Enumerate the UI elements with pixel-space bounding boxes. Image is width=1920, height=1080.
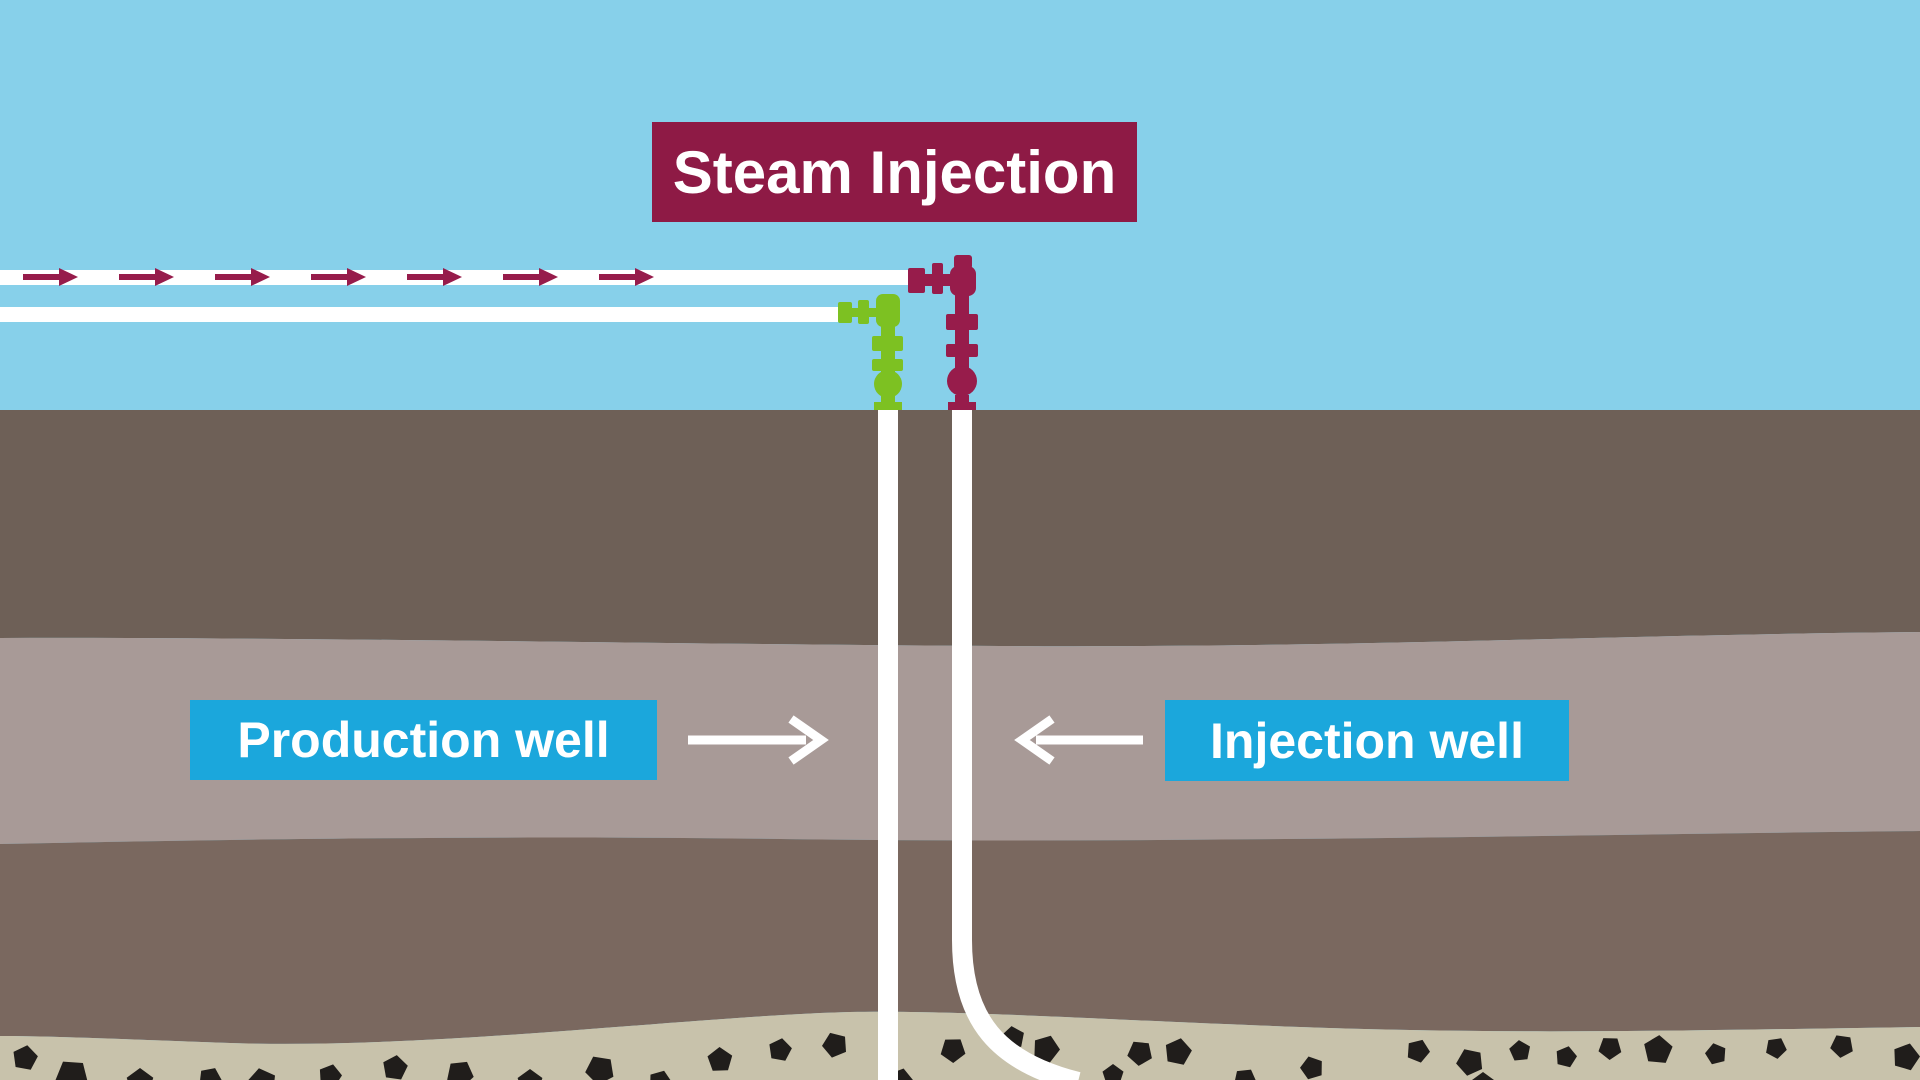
- steam-flow-arrows: [23, 268, 654, 286]
- rock-speckle: [650, 1070, 671, 1080]
- bedrock-rocks: [13, 1026, 1920, 1080]
- flow-arrow-icon: [407, 268, 462, 286]
- rock-speckle: [319, 1064, 342, 1080]
- left-arrow-icon: [1014, 715, 1143, 765]
- rock-speckle: [1300, 1056, 1322, 1080]
- rock-speckle: [1102, 1064, 1124, 1080]
- injection-well-casing: [952, 408, 1081, 1080]
- flow-arrow-icon: [503, 268, 558, 286]
- flow-arrow-icon: [311, 268, 366, 286]
- rock-speckle: [1165, 1038, 1192, 1065]
- injection-wellhead-valve: [908, 255, 978, 410]
- rock-speckle: [517, 1069, 543, 1080]
- rock-speckle: [1235, 1069, 1256, 1080]
- rock-speckle: [13, 1045, 38, 1070]
- rock-speckle: [1407, 1039, 1430, 1063]
- rock-speckle: [1644, 1035, 1673, 1063]
- rock-speckle: [200, 1068, 222, 1080]
- rock-speckle: [1705, 1043, 1726, 1065]
- flow-arrow-icon: [599, 268, 654, 286]
- rock-speckle: [248, 1068, 275, 1080]
- rock-speckle: [1830, 1035, 1853, 1058]
- flow-arrow-icon: [23, 268, 78, 286]
- rock-speckle: [1127, 1041, 1152, 1066]
- rock-speckle: [1034, 1035, 1060, 1063]
- rock-speckle: [1598, 1038, 1622, 1060]
- title-banner: Steam Injection: [652, 122, 1137, 222]
- rock-speckle: [55, 1061, 88, 1080]
- injection-well-label: Injection well: [1165, 700, 1569, 781]
- title-text: Steam Injection: [672, 138, 1117, 206]
- rock-speckle: [707, 1047, 733, 1071]
- rock-speckle: [1894, 1043, 1920, 1071]
- injection-well-label-text: Injection well: [1210, 712, 1524, 769]
- production-well-casing: [878, 408, 898, 1080]
- production-return-pipe: [0, 307, 840, 322]
- rock-speckle: [1472, 1072, 1494, 1080]
- right-arrow-icon: [688, 715, 829, 765]
- rock-speckle: [1766, 1038, 1787, 1059]
- flow-arrow-icon: [215, 268, 270, 286]
- rock-speckle: [940, 1039, 966, 1063]
- rock-speckle: [383, 1055, 408, 1080]
- production-well-label-text: Production well: [237, 712, 610, 768]
- production-wellhead-valve: [838, 294, 903, 410]
- rock-speckle: [1456, 1049, 1483, 1076]
- production-well-label: Production well: [190, 700, 657, 780]
- flow-arrow-icon: [119, 268, 174, 286]
- rock-speckle: [447, 1061, 474, 1080]
- rock-speckle: [1556, 1046, 1577, 1068]
- rock-speckle: [769, 1038, 792, 1061]
- rock-speckle: [822, 1032, 846, 1058]
- rock-speckle: [126, 1068, 154, 1080]
- rock-speckle: [585, 1056, 614, 1080]
- rock-speckle: [1509, 1040, 1530, 1061]
